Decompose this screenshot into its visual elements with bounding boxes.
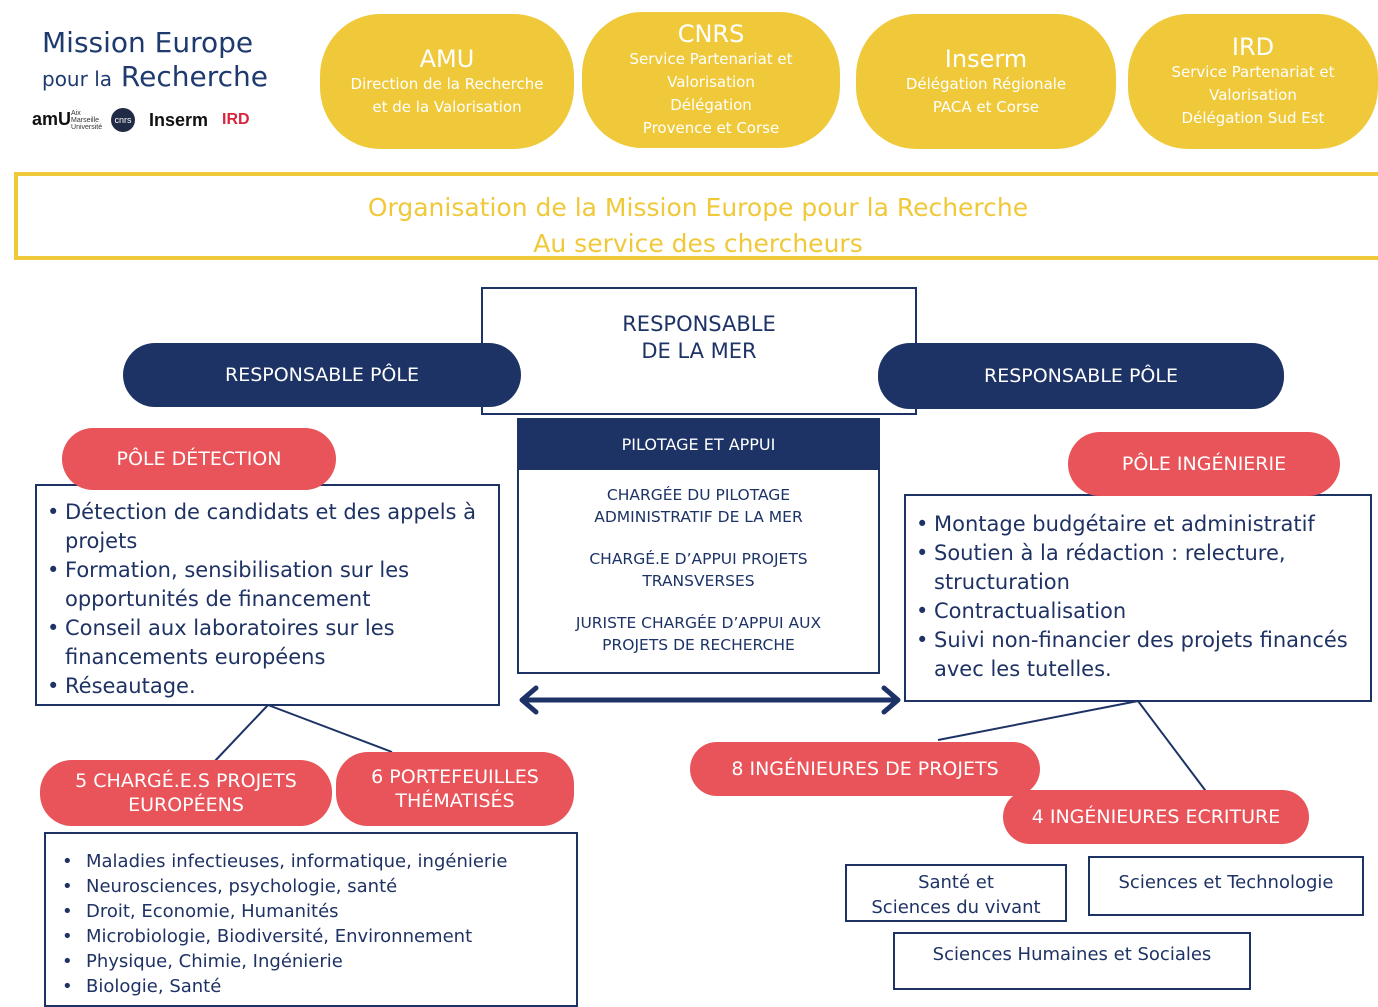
amu-logo: amUAix Marseille Université: [32, 109, 103, 131]
list-item: Formation, sensibilisation sur les oppor…: [37, 556, 498, 614]
list-item: Neurosciences, psychologie, santé: [46, 874, 576, 899]
page-subtitle: Au service des chercheurs: [533, 229, 863, 258]
partner-logo-strip: amUAix Marseille Université cnrs Inserm …: [32, 106, 312, 134]
pilotage-item: JURISTE CHARGÉE D’APPUI AUX PROJETS DE R…: [575, 614, 822, 654]
partner-inserm-desc: Délégation Régionale PACA et Corse: [905, 74, 1067, 116]
list-item: Montage budgétaire et administratif: [906, 510, 1370, 539]
responsable-mer-box: RESPONSABLE DE LA MER: [481, 287, 917, 415]
cnrs-logo: cnrs: [111, 108, 136, 132]
list-item: Soutien à la rédaction : relecture, stru…: [906, 539, 1370, 597]
double-arrow-icon: [519, 685, 901, 715]
pilotage-item: CHARGÉ.E D’APPUI PROJETS TRANSVERSES: [589, 550, 808, 590]
responsable-pole-left: RESPONSABLE PÔLE: [123, 343, 521, 407]
partner-inserm-name: Inserm: [944, 44, 1028, 73]
list-item: Conseil aux laboratoires sur les finance…: [37, 614, 498, 672]
pole-ingenierie-box: Montage budgétaire et administratif Sout…: [904, 494, 1372, 702]
connector-detection-portefeuilles: [267, 704, 393, 753]
logo-title-line1: Mission Europe: [42, 26, 254, 59]
domaine-sciences-tech: Sciences et Technologie: [1088, 856, 1364, 916]
ird-logo: IRD: [222, 111, 250, 128]
domaine-sante: Santé et Sciences du vivant: [845, 864, 1067, 922]
pole-ingenierie-label: PÔLE INGÉNIERIE: [1068, 432, 1340, 496]
pilotage-header: PILOTAGE ET APPUI: [519, 420, 878, 470]
partner-ird: IRD Service Partenariat et Valorisation …: [1128, 14, 1378, 149]
inserm-logo: Inserm: [149, 109, 209, 130]
page-title: Organisation de la Mission Europe pour l…: [367, 193, 1029, 222]
partner-ird-name: IRD: [1231, 33, 1275, 61]
partner-amu-desc: Direction de la Recherche et de la Valor…: [350, 74, 544, 116]
partner-amu-name: AMU: [419, 44, 475, 73]
ingenieures-projets-pill: 8 INGÉNIEURES DE PROJETS: [690, 742, 1040, 796]
ingenieures-ecriture-pill: 4 INGÉNIEURES ECRITURE: [1003, 790, 1309, 844]
thematiques-box: Maladies infectieuses, informatique, ing…: [44, 832, 578, 1007]
title-box: Organisation de la Mission Europe pour l…: [14, 172, 1378, 260]
mission-europe-logo: Mission Europe pour la Recherche: [42, 26, 302, 96]
list-item: Droit, Economie, Humanités: [46, 899, 576, 924]
list-item: Microbiologie, Biodiversité, Environneme…: [46, 924, 576, 949]
list-item: Biologie, Santé: [46, 974, 576, 999]
pole-detection-label: PÔLE DÉTECTION: [62, 428, 336, 490]
connector-ingenierie-ecriture: [1137, 700, 1209, 795]
logo-title-main: Recherche: [120, 60, 268, 93]
pilotage-box: PILOTAGE ET APPUI CHARGÉE DU PILOTAGE AD…: [517, 418, 880, 674]
pilotage-item: CHARGÉE DU PILOTAGE ADMINISTRATIF DE LA …: [594, 486, 803, 526]
connector-ingenierie-projets: [937, 700, 1139, 741]
list-item: Physique, Chimie, Ingénierie: [46, 949, 576, 974]
logo-title-prefix: pour la: [42, 67, 112, 91]
list-item: Contractualisation: [906, 597, 1370, 626]
partner-cnrs-name: CNRS: [677, 20, 745, 48]
list-item: Réseautage.: [37, 672, 498, 701]
portefeuilles-pill: 6 PORTEFEUILLES THÉMATISÉS: [336, 752, 574, 826]
list-item: Détection de candidats et des appels à p…: [37, 498, 498, 556]
domaine-shs: Sciences Humaines et Sociales: [893, 932, 1251, 990]
responsable-pole-right: RESPONSABLE PÔLE: [878, 343, 1284, 409]
charges-projets-pill: 5 CHARGÉ.E.S PROJETS EUROPÉENS: [40, 760, 332, 826]
partner-amu: AMU Direction de la Recherche et de la V…: [320, 14, 574, 149]
partner-cnrs-desc: Service Partenariat et Valorisation Délé…: [629, 50, 793, 137]
list-item: Suivi non-financier des projets financés…: [906, 626, 1370, 684]
pole-detection-box: Détection de candidats et des appels à p…: [35, 484, 500, 706]
responsable-mer-line1: RESPONSABLE: [622, 312, 776, 336]
list-item: Maladies infectieuses, informatique, ing…: [46, 849, 576, 874]
partner-cnrs: CNRS Service Partenariat et Valorisation…: [582, 12, 840, 148]
connector-detection-charges: [213, 704, 269, 763]
partner-ird-desc: Service Partenariat et Valorisation Délé…: [1171, 63, 1335, 127]
responsable-mer-line2: DE LA MER: [641, 339, 757, 363]
partner-inserm: Inserm Délégation Régionale PACA et Cors…: [856, 14, 1116, 149]
